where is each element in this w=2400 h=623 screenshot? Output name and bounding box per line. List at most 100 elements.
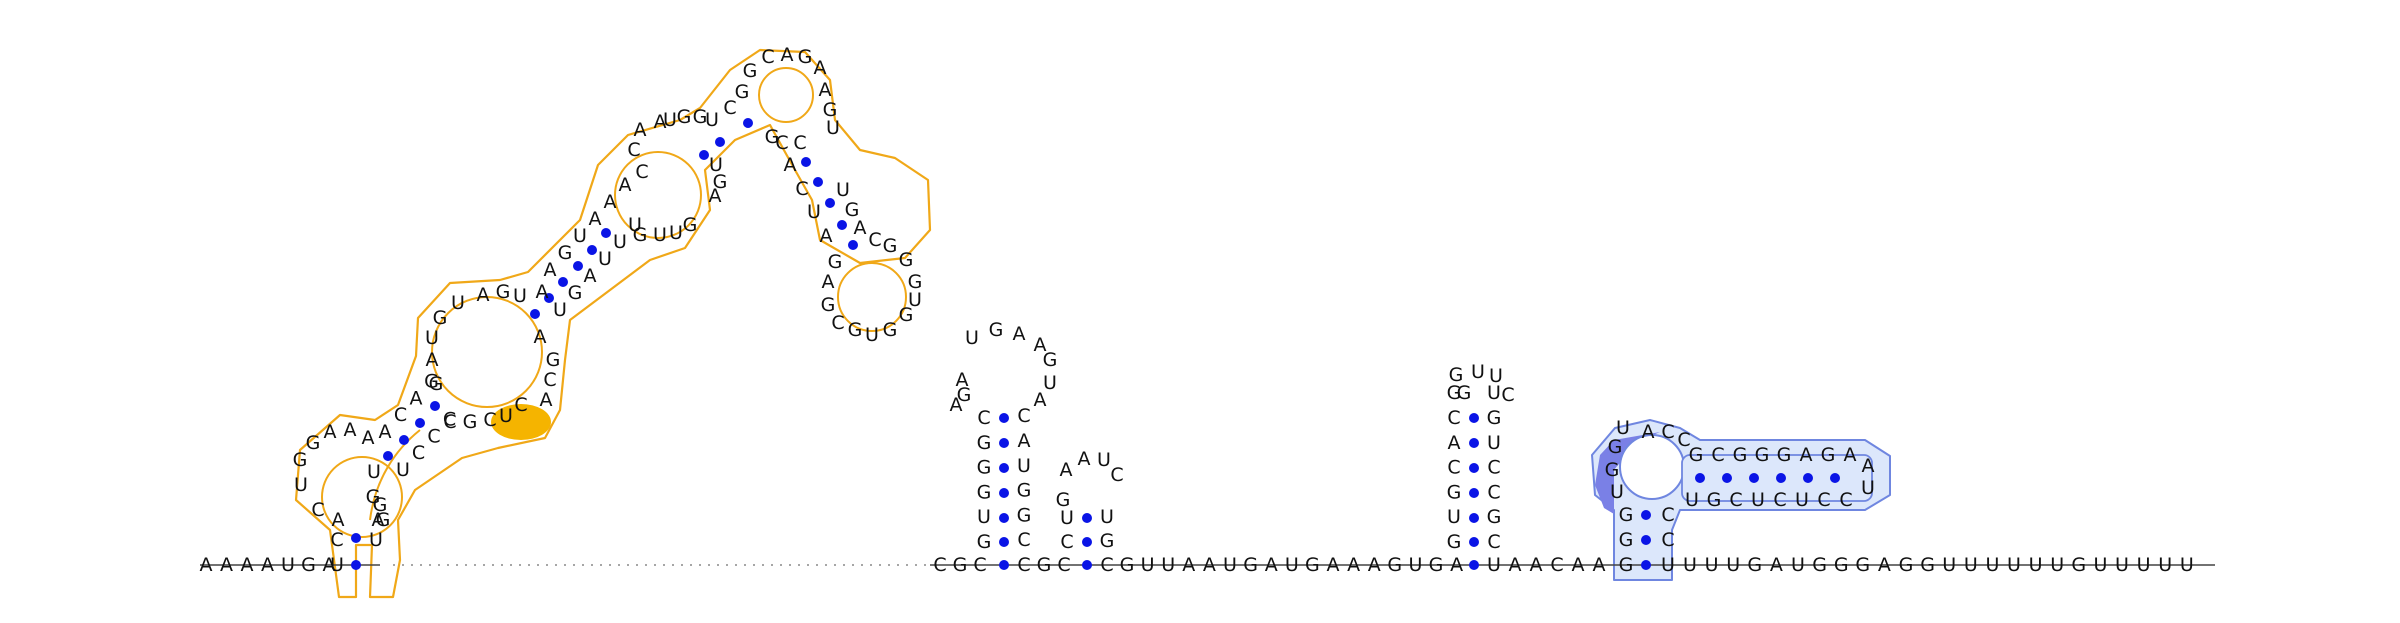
nucleotide: G (957, 384, 972, 406)
nucleotide: U (553, 299, 567, 321)
domain-5-nucleotide: C (1711, 444, 1724, 466)
nucleotide: C (761, 46, 774, 68)
nucleotide: A (820, 225, 833, 247)
domain-5-nucleotide: C (1729, 489, 1742, 511)
linker-nucleotide: G (1305, 554, 1320, 576)
nucleotide: A (654, 111, 667, 133)
multiloop-ring (431, 296, 543, 408)
domain-5-nucleotide: U (1751, 489, 1765, 511)
nucleotide: A (784, 154, 797, 176)
hairpin-2-nucleotide: G (1017, 480, 1032, 502)
five-prime-nucleotide: A (241, 554, 254, 576)
nucleotide: G (693, 106, 708, 128)
nucleotide: U (1661, 554, 1675, 576)
hairpin-4-nucleotide: G (1487, 407, 1502, 429)
three-prime-nucleotide: U (2180, 554, 2194, 576)
nucleotide: C (1501, 384, 1514, 406)
nucleotide: G (424, 371, 439, 393)
linker-nucleotide: U (1408, 554, 1422, 576)
bottom-loop-ring (321, 456, 403, 538)
nucleotide: C (933, 554, 946, 576)
hairpin-3-nucleotide: U (1060, 507, 1074, 529)
nucleotide: C (775, 132, 788, 154)
hairpin-4-nucleotide: G (1447, 481, 1462, 503)
three-prime-nucleotide: G (2071, 554, 2086, 576)
domain-5-nucleotide: A (1844, 444, 1857, 466)
hairpin-2-nucleotide: C (1017, 405, 1030, 427)
nucleotide: U (294, 474, 308, 496)
hairpin-4-nucleotide: G (1447, 382, 1462, 404)
linker-nucleotide: A (1265, 554, 1278, 576)
terminal-loop-ring (837, 262, 907, 332)
three-prime-nucleotide: U (2137, 554, 2151, 576)
nucleotide: U (451, 292, 465, 314)
nucleotide: G (821, 294, 836, 316)
hairpin-3-nucleotide: C (1060, 531, 1073, 553)
nucleotide: A (534, 326, 547, 348)
three-prime-nucleotide: G (1920, 554, 1935, 576)
nucleotide: A (619, 174, 632, 196)
nucleotide: C (1661, 529, 1674, 551)
nucleotide: G (765, 126, 780, 148)
nucleotide: C (793, 132, 806, 154)
hairpin-2-nucleotide: G (977, 481, 992, 503)
nucleotide: G (677, 106, 692, 128)
five-prime-nucleotide: G (301, 554, 316, 576)
linker-nucleotide: A (1182, 554, 1195, 576)
nucleotide: U (613, 231, 627, 253)
hairpin-2-nucleotide: C (977, 407, 990, 429)
domain-5-nucleotide: C (1817, 489, 1830, 511)
nucleotide: G (883, 235, 898, 257)
three-prime-nucleotide: U (1791, 554, 1805, 576)
nucleotide: U (705, 109, 719, 131)
three-prime-nucleotide: G (1747, 554, 1762, 576)
nucleotide: U (330, 554, 344, 576)
nucleotide: C (831, 312, 844, 334)
nucleotide: A (854, 217, 867, 239)
nucleotide: A (950, 394, 963, 416)
five-prime-nucleotide: A (261, 554, 274, 576)
nucleotide: A (324, 421, 337, 443)
three-prime-nucleotide: U (2007, 554, 2021, 576)
nucleotide: G (1449, 364, 1464, 386)
nucleotide: A (604, 191, 617, 213)
nucleotide: A (1013, 323, 1026, 345)
nucleotide: A (634, 119, 647, 141)
nucleotide: U (1610, 481, 1624, 503)
linker-nucleotide: U (1141, 554, 1155, 576)
three-prime-nucleotide: G (1899, 554, 1914, 576)
linker-nucleotide: A (1368, 554, 1381, 576)
hairpin-4-nucleotide: U (1487, 382, 1501, 404)
hairpin-3-nucleotide: G (1100, 530, 1115, 552)
three-prime-nucleotide: U (2115, 554, 2129, 576)
nucleotide: G (546, 349, 561, 371)
three-prime-nucleotide: U (1683, 554, 1697, 576)
nucleotide: G (883, 319, 898, 341)
nucleotide: G (713, 171, 728, 193)
nucleotide: G (1043, 349, 1058, 371)
nucleotide: C (1661, 421, 1674, 443)
base-pairs (351, 118, 1840, 570)
nucleotide: A (584, 265, 597, 287)
nucleotide: U (826, 117, 840, 139)
nucleotide: U (499, 405, 513, 427)
nucleotide: C (1661, 504, 1674, 526)
hairpin-4-nucleotide: C (1487, 457, 1500, 479)
nucleotide: C (412, 442, 425, 464)
nucleotide: A (362, 427, 375, 449)
nucleotide: G (1608, 436, 1623, 458)
nucleotide: G (376, 509, 391, 531)
nucleotide: A (589, 208, 602, 230)
nucleotide: A (344, 419, 357, 441)
nucleotide: G (908, 271, 923, 293)
hairpin-2-nucleotide: U (1017, 455, 1031, 477)
domain-5-nucleotide: G (1821, 444, 1836, 466)
nucleotide: G (568, 282, 583, 304)
linker-nucleotide: G (1387, 554, 1402, 576)
nucleotide: G (1619, 504, 1634, 526)
nucleotide: G (735, 81, 750, 103)
nucleotide: A (379, 421, 392, 443)
nucleotide: U (865, 324, 879, 346)
linker-nucleotide: A (1450, 554, 1463, 576)
